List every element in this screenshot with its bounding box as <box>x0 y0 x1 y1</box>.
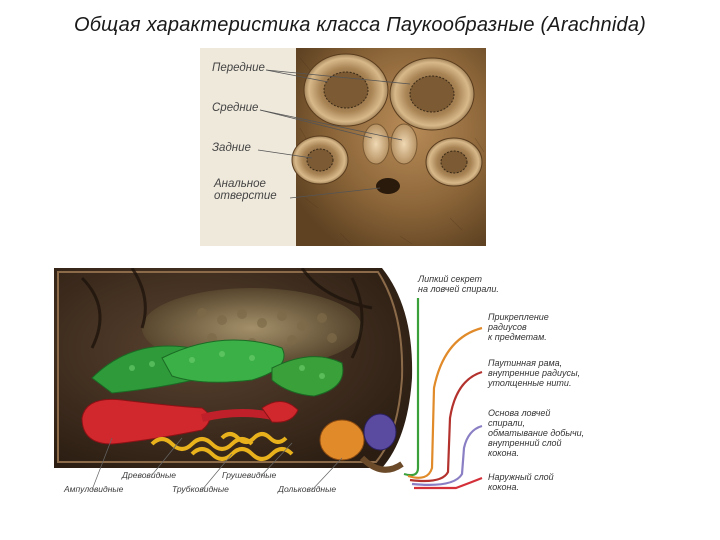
line-attach <box>407 326 483 479</box>
front-spinnerets <box>303 53 475 131</box>
label-middle-spinnerets: Средние <box>212 102 259 114</box>
top-pointer-lines <box>257 69 411 199</box>
gland-label-tubuliform: Трубковидные <box>172 484 229 494</box>
note-spiral-base: Основа ловчей спирали, обматывание добыч… <box>488 408 585 458</box>
piriform-glands <box>319 419 365 461</box>
ampullate-glands <box>81 398 299 445</box>
tubuliform-glands <box>150 432 294 461</box>
middle-spinnerets <box>362 123 418 165</box>
lobate-glands <box>363 413 397 451</box>
gland-pointer-lines <box>91 437 343 491</box>
line-sticky <box>403 298 420 477</box>
note-sticky-secretion: Липкий секрет на ловчей спирали. <box>418 274 499 294</box>
gland-label-lobate: Дольковидные <box>278 484 337 494</box>
rear-spinnerets <box>291 135 483 187</box>
aggregate-glands <box>91 339 344 397</box>
anal-opening <box>376 178 400 194</box>
line-outer <box>414 476 483 490</box>
note-web-frame: Паутинная рама, внутренние радиусы, утол… <box>488 358 581 388</box>
spinnerets-illustration <box>200 48 486 246</box>
gland-label-piriform: Грушевидные <box>222 470 277 480</box>
note-cocoon-outer: Наружный слой кокона. <box>488 472 554 492</box>
spinnerets-figure: Передние Средние Задние Анальное отверст… <box>200 48 486 246</box>
gland-label-aggregate: Древовидные <box>122 470 176 480</box>
line-base <box>411 424 483 486</box>
gland-label-ampullate: Ампуловидные <box>64 484 124 494</box>
label-front-spinnerets: Передние <box>212 62 265 74</box>
note-radius-attachment: Прикрепление радиусов к предметам. <box>488 312 549 342</box>
silk-glands-figure: Липкий секрет на ловчей спирали. Прикреп… <box>52 267 612 508</box>
line-frame <box>409 370 483 483</box>
silk-lines <box>403 298 483 490</box>
silk-glands-illustration <box>54 267 483 491</box>
label-rear-spinnerets: Задние <box>212 142 251 154</box>
page-title: Общая характеристика класса Паукообразны… <box>73 14 647 36</box>
label-anal-opening: Анальное отверстие <box>214 178 277 202</box>
